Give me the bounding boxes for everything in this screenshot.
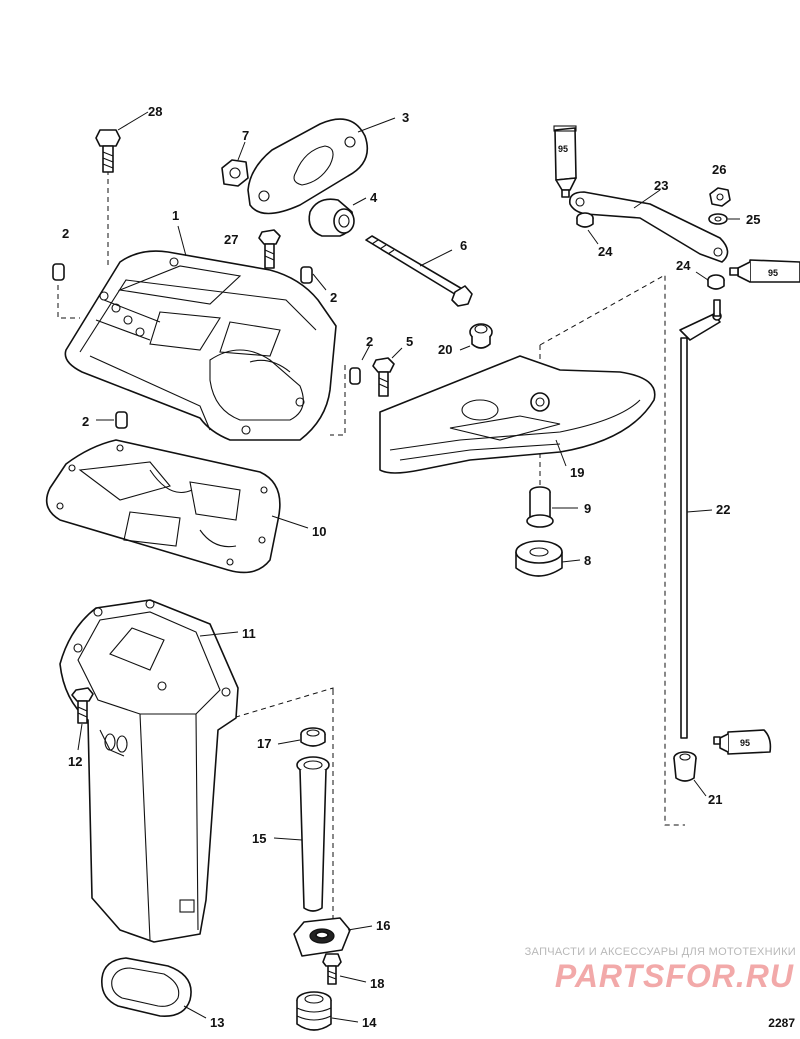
callout-14: 14 <box>362 1015 377 1030</box>
part-7-nut <box>221 141 249 187</box>
callout-10: 10 <box>312 524 326 539</box>
part-10-gasket <box>45 439 309 574</box>
callout-17: 17 <box>257 736 271 751</box>
diagram-number: 2287 <box>768 1016 795 1030</box>
callout-12: 12 <box>68 754 82 769</box>
part-25-washer <box>708 213 740 225</box>
part-27-bolt <box>258 229 281 269</box>
part-6-long-bolt <box>365 235 473 307</box>
callout-23: 23 <box>654 178 668 193</box>
part-16-tube-guide <box>293 917 373 957</box>
part-23-shift-lever <box>568 189 729 263</box>
part-14-seal <box>296 991 359 1031</box>
watermark-caption: ЗАПЧАСТИ И АКСЕССУАРЫ ДЛЯ МОТОТЕХНИКИ <box>524 946 796 958</box>
callout-11: 11 <box>242 626 256 641</box>
callout-15: 15 <box>252 831 266 846</box>
lubricant-tube-3 <box>713 729 772 755</box>
callout-27: 27 <box>224 232 238 247</box>
tube-label-3: 95 <box>740 738 750 748</box>
callout-labels: 1 2 2 2 2 3 4 5 6 7 8 9 10 11 12 13 14 1… <box>62 104 760 1030</box>
callout-2-left: 2 <box>62 226 69 241</box>
part-28-bolt <box>95 111 149 173</box>
callout-18: 18 <box>370 976 384 991</box>
callout-19: 19 <box>570 465 584 480</box>
part-18-screw <box>322 953 367 985</box>
callout-13: 13 <box>210 1015 224 1030</box>
tube-label-1: 95 <box>558 144 568 154</box>
part-2-dowel-pins <box>52 263 371 429</box>
callout-28: 28 <box>148 104 162 119</box>
tube-label-2: 95 <box>768 268 778 278</box>
callout-5: 5 <box>406 334 413 349</box>
part-21-bushing <box>673 751 707 797</box>
callout-21: 21 <box>708 792 722 807</box>
part-13-seal <box>101 957 207 1019</box>
lubricant-tube-2 <box>729 259 800 283</box>
callout-4: 4 <box>370 190 378 205</box>
part-22-shift-rod <box>679 299 722 739</box>
callout-26: 26 <box>712 162 726 177</box>
callout-2-right: 2 <box>366 334 373 349</box>
part-17-grommet <box>277 727 326 747</box>
part-15-water-tube <box>273 756 330 912</box>
part-24-bushings <box>576 212 725 290</box>
part-19-shift-cover <box>379 355 656 474</box>
callout-16: 16 <box>376 918 390 933</box>
callout-22: 22 <box>716 502 730 517</box>
callout-7: 7 <box>242 128 249 143</box>
part-26-nut <box>709 187 731 207</box>
part-3-plate <box>247 117 396 215</box>
callout-25: 25 <box>746 212 760 227</box>
callout-8: 8 <box>584 553 591 568</box>
part-4-bushing <box>308 197 367 237</box>
callout-6: 6 <box>460 238 467 253</box>
callout-1: 1 <box>172 208 179 223</box>
callout-24-lower: 24 <box>676 258 691 273</box>
part-8-rubber-mount <box>515 540 581 577</box>
callout-24-upper: 24 <box>598 244 613 259</box>
part-5-bolt <box>372 347 403 397</box>
callout-9: 9 <box>584 501 591 516</box>
callout-20: 20 <box>438 342 452 357</box>
watermark-logo: PARTSFOR.RU <box>554 958 794 994</box>
callout-3: 3 <box>402 110 409 125</box>
part-12-bolt <box>71 687 94 751</box>
part-1-adapter-plate <box>64 225 337 441</box>
part-11-driveshaft-housing <box>59 599 239 943</box>
part-9-pin <box>526 486 578 528</box>
callout-2-center: 2 <box>330 290 337 305</box>
callout-2-bottom: 2 <box>82 414 89 429</box>
part-20-grommet <box>459 323 493 351</box>
lubricant-tube-labels: 95 95 95 <box>558 144 778 748</box>
lubricant-tube-1 <box>553 125 577 198</box>
